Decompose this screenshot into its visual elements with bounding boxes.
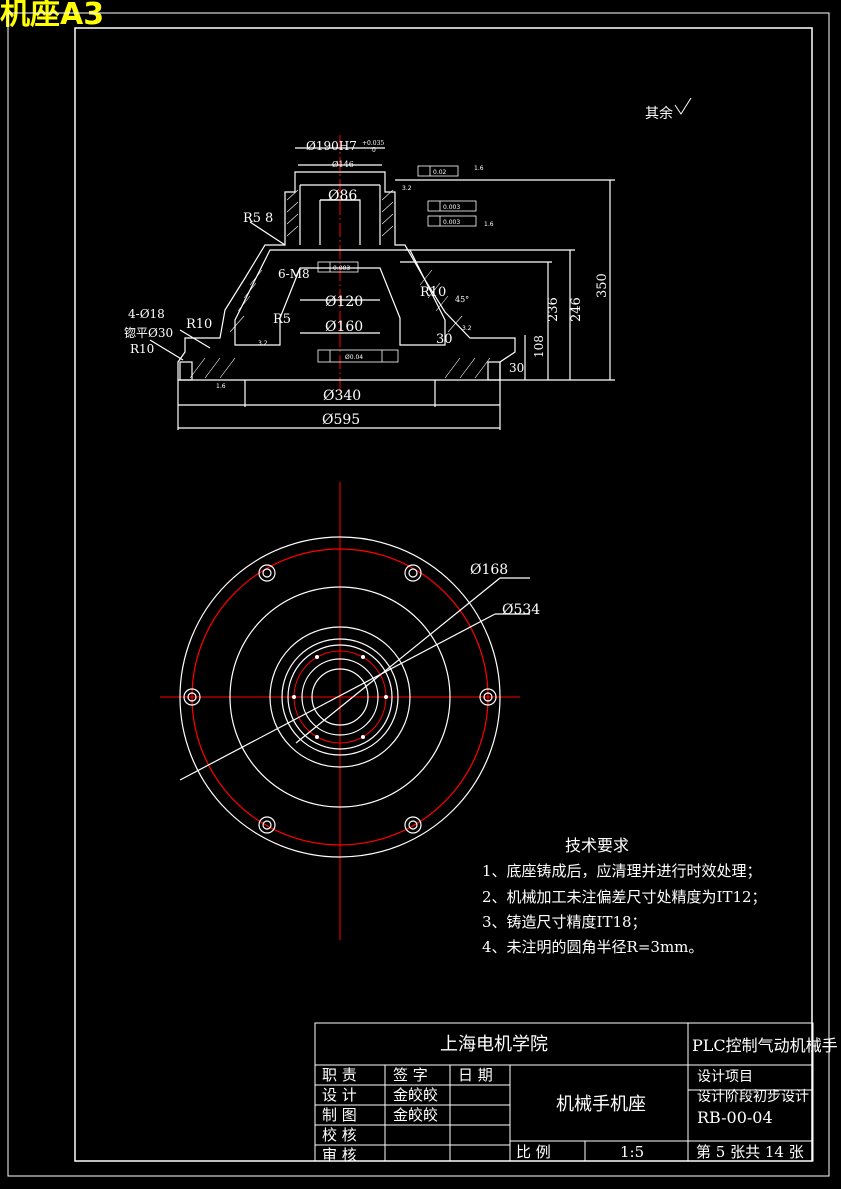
tb-header-role: 职 责 [322,1066,357,1084]
tolerance-frame-values: 0.02 0.003 0.003 0.003 Ø0.04 [333,169,460,361]
tb-design-item: 设计项目 [697,1069,753,1085]
tech-req-item-4: 4、未注明的圆角半径R=3mm。 [482,938,704,956]
dim-t30a: 30 [436,332,453,347]
roughness-labels: 1.6 1.6 3.2 3.2 1.6 3.2 [216,165,494,390]
tech-req-item-2: 2、机械加工未注偏差尺寸处精度为IT12； [482,888,767,906]
dim-r5-inner: R5 [273,312,291,327]
tb-scale-value: 1:5 [620,1143,645,1161]
svg-text:1.6: 1.6 [484,221,494,228]
tb-header-date: 日 期 [458,1066,493,1084]
dim-d534: Ø534 [502,602,540,618]
top-view-labels: Ø168 Ø534 [470,562,540,618]
dim-t30b: 30 [509,361,524,375]
dim-d146: Ø146 [332,160,354,169]
svg-text:3.2: 3.2 [402,185,412,192]
svg-text:0.003: 0.003 [333,265,350,272]
svg-text:0.003: 0.003 [443,219,460,226]
dim-d120: Ø120 [325,294,363,310]
front-view [149,135,615,430]
dim-angle45: 45° [455,295,469,304]
dim-h246: 246 [569,297,584,322]
dim-thread-m8: 6-M8 [278,267,310,281]
dim-h350: 350 [595,273,610,298]
inner-border [74,27,813,1162]
dim-d595: Ø595 [322,412,360,428]
title-block [314,1022,814,1162]
dim-holes: 4-Ø18 [128,307,165,321]
bolt-holes [183,564,497,834]
dim-r10-left-2: R10 [130,342,154,356]
dim-chamfer-8: 8 [265,211,273,226]
svg-text:1.6: 1.6 [474,165,484,172]
tb-role-check: 校 核 [322,1126,357,1144]
outer-circle [179,536,501,858]
dim-bore-tol-lower: 0 [372,147,376,154]
front-view-labels: Ø190H7 +0.035 0 Ø146 Ø86 R5 8 6-M8 Ø120 … [124,139,610,428]
tb-role-approve: 审 核 [322,1146,357,1164]
dim-r5-top: R5 [243,211,261,226]
tb-role-draw: 制 图 [322,1106,357,1124]
tb-role-design: 设 计 [322,1086,357,1104]
dim-d340: Ø340 [323,388,361,404]
tb-scale-label: 比 例 [516,1143,551,1161]
surface-note: 其余 [645,97,692,122]
dim-r10-right: R10 [420,285,446,300]
tb-drawing-no: RB-00-04 [697,1108,773,1127]
tb-header-sign: 签 字 [393,1066,428,1084]
svg-text:0.02: 0.02 [433,169,447,176]
svg-text:Ø0.04: Ø0.04 [345,354,363,361]
bolt-circle [191,548,489,846]
tb-school: 上海电机学院 [440,1034,548,1055]
dim-h108: 108 [532,335,546,358]
top-view [160,482,530,940]
sheet-title: 机座A3 [0,0,105,32]
dim-d86: Ø86 [328,188,357,204]
tech-req-item-1: 1、底座铸成后，应清理并进行时效处理； [482,862,762,880]
tolerance-frames [317,165,477,363]
screw-holes [292,655,388,739]
svg-text:3.2: 3.2 [462,325,472,332]
dim-h236: 236 [546,297,561,322]
svg-text:1.6: 1.6 [216,383,226,390]
outer-border [7,12,830,1177]
tb-sheet-info: 第 5 张共 14 张 [696,1143,804,1161]
tb-part-name: 机械手机座 [556,1094,646,1115]
dim-d168: Ø168 [470,562,508,578]
tech-req-item-3: 3、铸造尺寸精度IT18； [482,913,647,931]
dim-d160: Ø160 [325,319,363,335]
dim-bore-tol-upper: +0.035 [362,140,384,147]
dim-counterbore: 锪平Ø30 [124,325,173,340]
tech-req-title: 技术要求 [565,836,630,855]
svg-text:3.2: 3.2 [258,340,268,347]
tb-design-stage: 设计阶段初步设计 [697,1089,809,1105]
tb-sign-draw: 金皎皎 [393,1106,439,1124]
tb-project: PLC控制气动机械手 [692,1036,838,1055]
tb-sign-design: 金皎皎 [393,1086,439,1104]
dim-bore-main: Ø190H7 [306,139,357,153]
dim-r10-left: R10 [186,317,212,332]
svg-text:其余: 其余 [645,105,673,122]
svg-text:0.003: 0.003 [443,204,460,211]
